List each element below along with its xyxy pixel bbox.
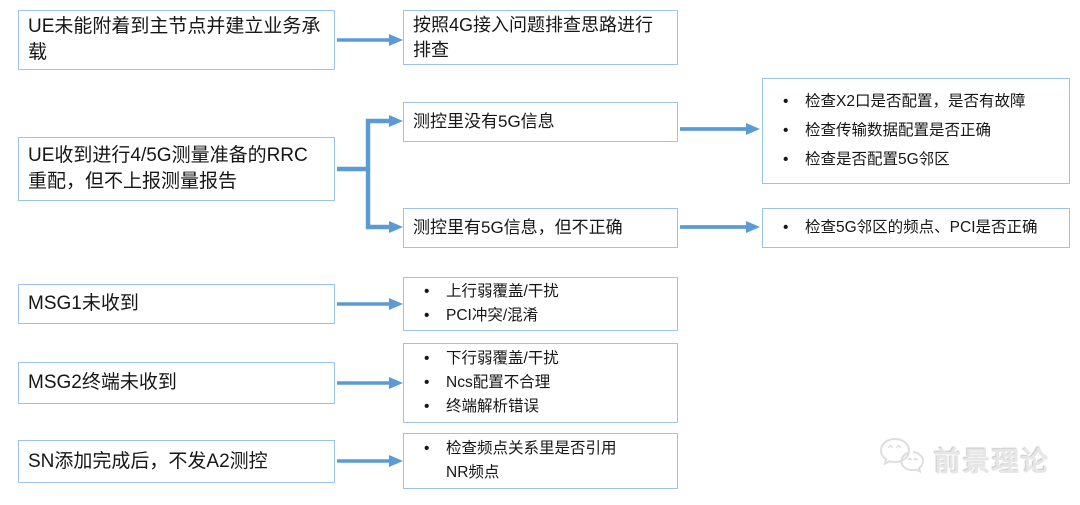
cause-item: PCI冲突/混淆 xyxy=(412,305,669,327)
cause-item: 上行弱覆盖/干扰 xyxy=(412,281,669,303)
node-label: UE未能附着到主节点并建立业务承载 xyxy=(28,16,321,63)
node-label: 测控里有5G信息，但不正确 xyxy=(413,217,623,237)
node-label: SN添加完成后，不发A2测控 xyxy=(28,450,268,472)
check-item: 检查是否配置5G邻区 xyxy=(771,149,1061,171)
node-no-5g-info: 测控里没有5G信息 xyxy=(403,102,678,142)
check-list: 检查X2口是否配置，是否有故障 检查传输数据配置是否正确 检查是否配置5G邻区 xyxy=(763,79,1069,182)
cause-list: 上行弱覆盖/干扰 PCI冲突/混淆 xyxy=(404,274,677,335)
check-item: 检查频点关系里是否引用NR频点 xyxy=(412,437,628,485)
check-list: 检查5G邻区的频点、PCI是否正确 xyxy=(763,210,1069,247)
node-ue-attach-failure: UE未能附着到主节点并建立业务承载 xyxy=(18,10,335,70)
node-sn-add-no-a2: SN添加完成后，不发A2测控 xyxy=(18,440,335,483)
check-item: 检查5G邻区的频点、PCI是否正确 xyxy=(771,217,1061,239)
node-label: 按照4G接入问题排查思路进行排查 xyxy=(413,15,654,60)
node-label: MSG2终端未收到 xyxy=(28,372,177,394)
wechat-icon xyxy=(878,436,926,483)
watermark-label: 前景理论 xyxy=(934,447,1050,477)
node-check-4g-procedure: 按照4G接入问题排查思路进行排查 xyxy=(403,10,678,65)
node-msg1-causes: 上行弱覆盖/干扰 PCI冲突/混淆 xyxy=(403,277,678,331)
connector-rrc-to-wrong5g xyxy=(365,167,403,233)
check-item: 检查传输数据配置是否正确 xyxy=(771,120,1061,142)
node-msg2-not-received: MSG2终端未收到 xyxy=(18,362,335,404)
check-list: 检查频点关系里是否引用NR频点 xyxy=(404,429,677,492)
watermark: 前景理论 xyxy=(878,436,1050,483)
node-label: MSG1未收到 xyxy=(28,293,139,315)
cause-item: 下行弱覆盖/干扰 xyxy=(412,348,669,370)
cause-item: 终端解析错误 xyxy=(412,396,669,418)
node-label: UE收到进行4/5G测量准备的RRC重配，但不上报测量报告 xyxy=(28,145,308,192)
node-wrong-5g-info: 测控里有5G信息，但不正确 xyxy=(403,208,678,248)
cause-item: Ncs配置不合理 xyxy=(412,372,669,394)
check-item: 检查X2口是否配置，是否有故障 xyxy=(771,91,1061,113)
node-no-5g-checks: 检查X2口是否配置，是否有故障 检查传输数据配置是否正确 检查是否配置5G邻区 xyxy=(762,78,1070,184)
node-rrc-reconfig-no-report: UE收到进行4/5G测量准备的RRC重配，但不上报测量报告 xyxy=(18,137,335,201)
node-wrong-5g-checks: 检查5G邻区的频点、PCI是否正确 xyxy=(762,208,1070,248)
node-label: 测控里没有5G信息 xyxy=(413,111,555,131)
node-sn-checks: 检查频点关系里是否引用NR频点 xyxy=(403,433,678,489)
node-msg2-causes: 下行弱覆盖/干扰 Ncs配置不合理 终端解析错误 xyxy=(403,343,678,423)
cause-list: 下行弱覆盖/干扰 Ncs配置不合理 终端解析错误 xyxy=(404,340,677,425)
connector-rrc-to-no5g xyxy=(365,115,403,171)
node-msg1-not-received: MSG1未收到 xyxy=(18,284,335,324)
